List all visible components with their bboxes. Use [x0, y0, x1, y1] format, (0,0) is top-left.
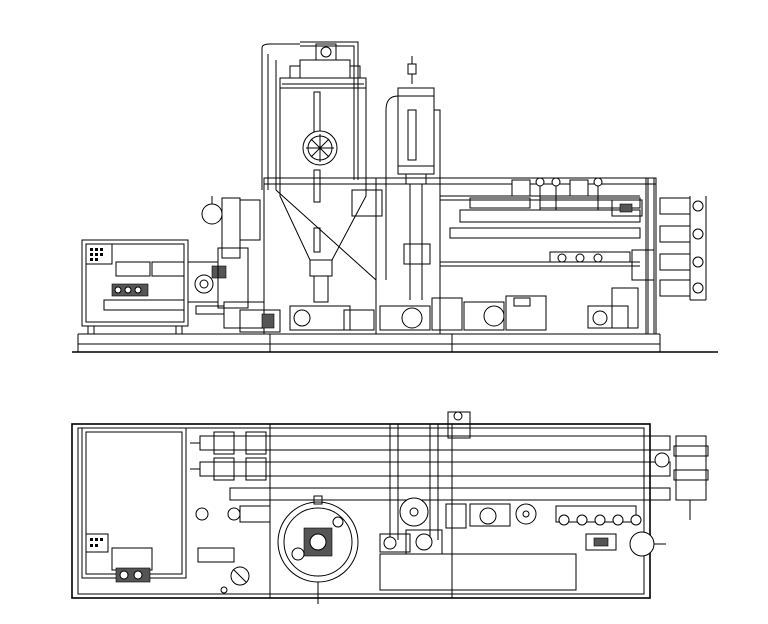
evaporator-vessel	[261, 41, 383, 303]
plan-evaporator-vessel	[277, 495, 359, 604]
left-pump-group	[187, 196, 265, 329]
plan-tube-bundle	[190, 411, 671, 540]
plan-right-fittings	[654, 435, 709, 520]
right-manifold	[449, 177, 655, 281]
separator-column	[385, 56, 441, 300]
control-cabinet	[81, 239, 189, 335]
bottom-pump-row	[239, 287, 639, 333]
outlet-valves	[647, 178, 707, 334]
plan-control-cabinet	[81, 427, 187, 583]
plan-frame	[71, 423, 651, 599]
front-elevation-view	[72, 41, 718, 353]
top-plan-view	[71, 411, 709, 604]
base-skid	[72, 333, 718, 353]
plan-pump-row	[195, 497, 666, 594]
